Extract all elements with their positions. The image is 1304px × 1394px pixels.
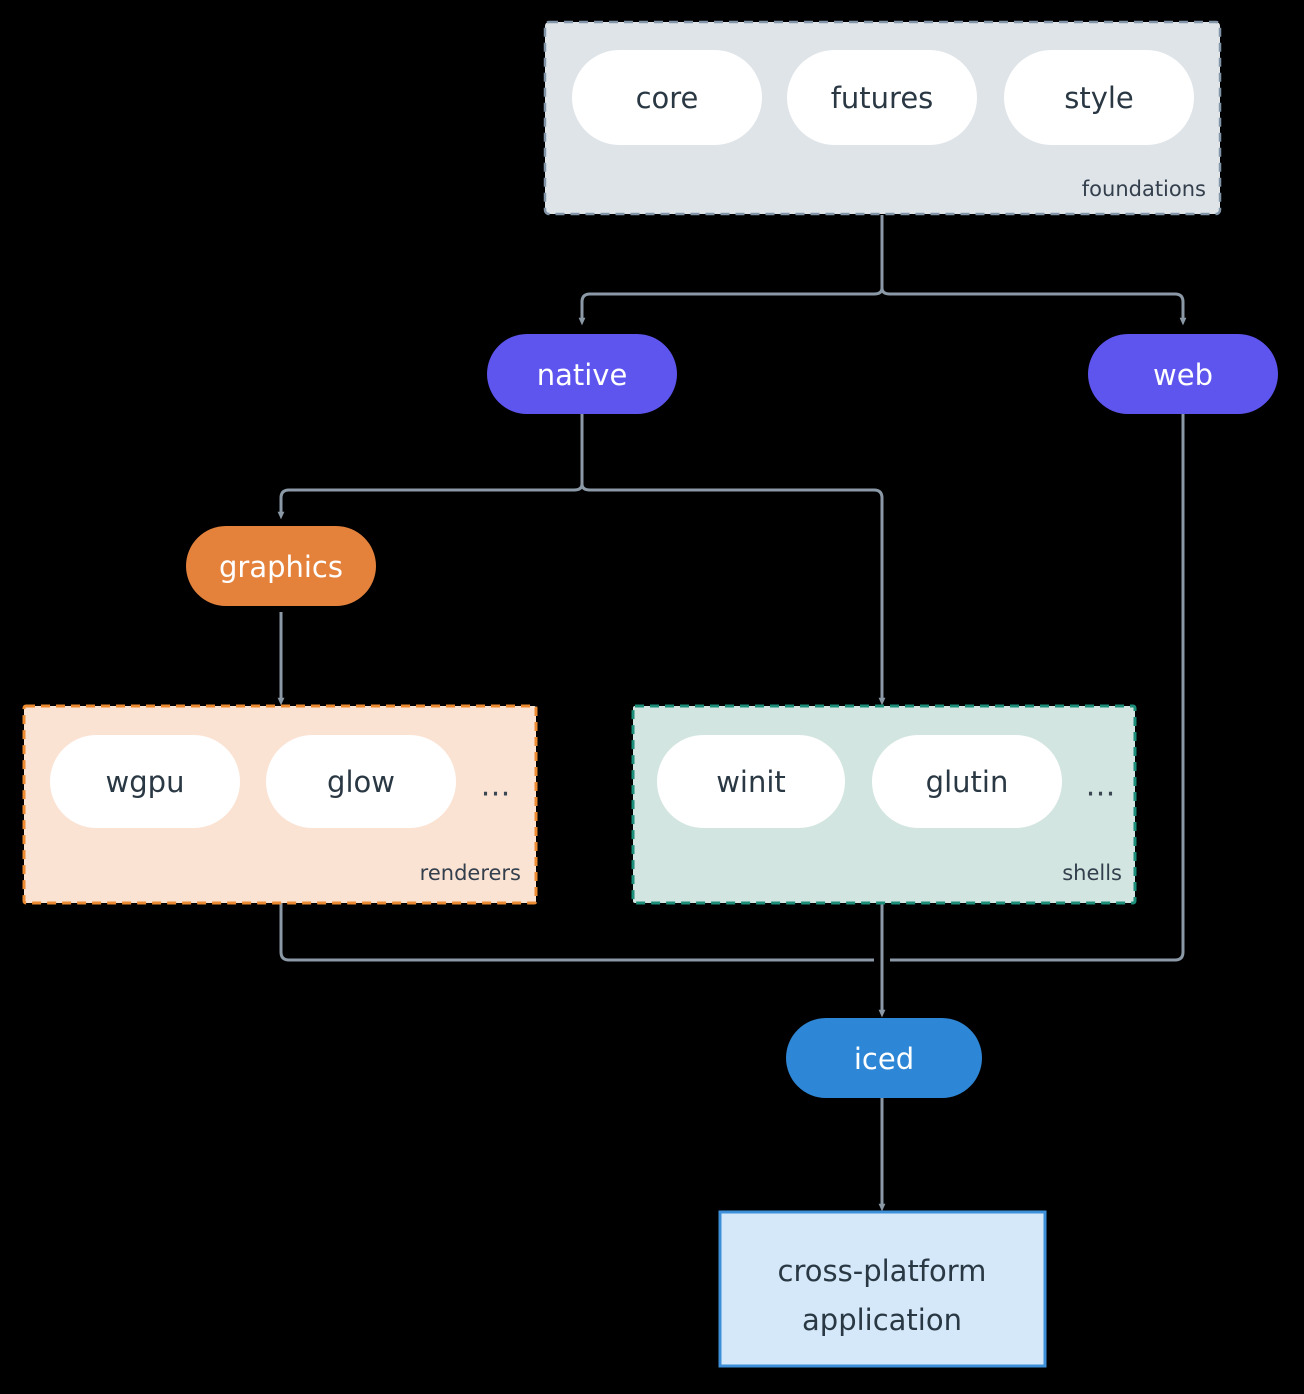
edge-renderers-to-iced: [279, 903, 874, 962]
node-web-label: web: [1153, 358, 1213, 392]
group-shells: winit glutin … shells: [631, 704, 1137, 905]
node-winit-label: winit: [716, 765, 786, 799]
node-futures-label: futures: [831, 81, 934, 115]
node-web[interactable]: web: [1088, 334, 1278, 414]
shells-overflow-ellipsis: …: [1086, 769, 1117, 804]
edge-native-to-shells: [580, 478, 886, 706]
node-glow[interactable]: [266, 735, 456, 828]
node-glutin[interactable]: [872, 735, 1062, 828]
node-web-shape[interactable]: [1088, 334, 1278, 414]
group-foundations: core futures style foundations: [543, 20, 1222, 216]
edge-foundations-to-web: [880, 282, 1187, 326]
edge-layer: [277, 215, 1187, 1212]
node-wgpu[interactable]: [50, 735, 240, 828]
application-box[interactable]: [718, 1210, 1047, 1368]
node-application[interactable]: cross-platform application: [718, 1210, 1047, 1368]
node-wgpu-label: wgpu: [106, 765, 185, 799]
node-style[interactable]: [1004, 50, 1194, 145]
edge-foundations-to-native: [578, 282, 884, 326]
node-glow-label: glow: [327, 765, 395, 799]
node-futures[interactable]: [787, 50, 977, 145]
node-graphics[interactable]: graphics: [186, 526, 376, 606]
node-core-label: core: [636, 81, 699, 115]
node-winit[interactable]: [657, 735, 845, 828]
node-glutin-label: glutin: [926, 765, 1009, 799]
node-native-shape[interactable]: [487, 334, 677, 414]
node-core[interactable]: [572, 50, 762, 145]
renderers-overflow-ellipsis: …: [481, 769, 512, 804]
foundations-group-label: foundations: [1082, 177, 1206, 201]
node-graphics-label: graphics: [219, 550, 343, 584]
node-iced[interactable]: iced: [786, 1018, 982, 1098]
edge-native-to-graphics: [277, 478, 584, 520]
application-label-line1: cross-platform: [778, 1254, 987, 1288]
edge-web-to-iced: [890, 414, 1185, 962]
node-native-label: native: [537, 358, 628, 392]
node-style-label: style: [1064, 81, 1134, 115]
shells-group-label: shells: [1062, 861, 1122, 885]
node-iced-shape[interactable]: [786, 1018, 982, 1098]
group-renderers: wgpu glow … renderers: [22, 704, 538, 905]
renderers-group-label: renderers: [420, 861, 521, 885]
node-iced-label: iced: [854, 1042, 914, 1076]
node-graphics-shape[interactable]: [186, 526, 376, 606]
application-label-line2: application: [802, 1303, 962, 1337]
node-native[interactable]: native: [487, 334, 677, 414]
